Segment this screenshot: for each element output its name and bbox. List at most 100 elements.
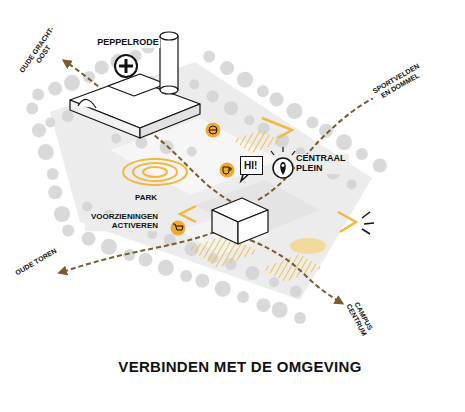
tree: [95, 61, 109, 75]
destination-label: SPORTVELDEN EN DOMMEL: [368, 60, 428, 103]
hatched-square: [232, 130, 282, 153]
plus-symbol: [115, 55, 137, 77]
tree: [319, 124, 333, 138]
pin-icon: [273, 158, 293, 178]
corner-bracket: [338, 212, 356, 232]
building-dome: [78, 99, 96, 108]
ray: [271, 151, 274, 155]
tree: [82, 202, 92, 212]
ring: [123, 159, 187, 185]
cafe-icon: [223, 167, 231, 174]
tree: [158, 260, 174, 276]
tree: [270, 92, 284, 106]
shop-icon: [171, 221, 186, 236]
tree: [187, 147, 197, 157]
tree: [189, 80, 199, 90]
tree: [294, 312, 306, 324]
building-label: PEPPELRODE: [96, 38, 160, 48]
ring: [133, 163, 177, 181]
tree: [207, 90, 219, 102]
sport-icon: [209, 126, 217, 134]
sport-icon: [206, 123, 221, 138]
bubble-text: HI!: [244, 160, 259, 171]
cafe-icon: [220, 163, 235, 178]
tree: [32, 123, 46, 137]
building-wall: [70, 100, 140, 138]
destination-label: OUDE TOREN: [13, 247, 59, 278]
plus-symbol: [119, 65, 133, 68]
tree: [347, 180, 357, 190]
tree: [237, 72, 253, 88]
corner-bracket: [180, 206, 196, 222]
route-to-oude-toren: [62, 232, 215, 272]
tree: [336, 134, 352, 150]
plaza-spot: [290, 238, 326, 254]
ray: [362, 229, 370, 234]
central-block: [212, 198, 268, 244]
ray: [282, 147, 283, 152]
tree: [48, 185, 62, 199]
tree: [306, 117, 318, 129]
ring: [143, 167, 167, 177]
tree: [256, 298, 270, 312]
tree: [47, 168, 59, 180]
tree: [215, 281, 231, 297]
route-lines: [62, 62, 378, 302]
pin-icon: [282, 164, 285, 167]
hatched-square: [262, 254, 322, 282]
tree: [220, 61, 234, 75]
tree: [180, 270, 192, 282]
tree: [26, 103, 38, 115]
tree: [269, 277, 279, 287]
tree: [272, 302, 288, 318]
tree: [290, 286, 302, 298]
building-wing: [108, 74, 166, 96]
tree: [237, 291, 249, 303]
area-label: VOORZIENINGEN ACTIVEREN: [85, 213, 159, 231]
tower-base: [160, 86, 178, 94]
diagram-title: VERBINDEN MET DE OMGEVING: [118, 358, 361, 375]
tree: [83, 71, 95, 83]
tower: [160, 36, 178, 90]
block-face: [212, 210, 238, 244]
corner-bracket: [262, 118, 292, 138]
tree: [32, 89, 44, 101]
tree-row: [26, 40, 387, 325]
tree: [373, 159, 387, 173]
route-to-oude-gracht: [66, 62, 238, 205]
tree: [111, 134, 121, 144]
ray: [362, 212, 370, 218]
block-face: [238, 210, 268, 244]
hatch-areas: [188, 130, 322, 282]
tree: [135, 137, 147, 149]
tower-top: [160, 32, 178, 40]
peppelrode-building: [70, 32, 200, 138]
area-label: PARK: [134, 194, 158, 203]
tree: [48, 82, 62, 96]
tree: [195, 274, 209, 288]
tree: [101, 239, 117, 255]
rays: [362, 212, 374, 234]
destination-label: OUDE GRACHT-OOST: [16, 23, 63, 81]
pin-rays: [271, 147, 295, 155]
sport-icon: [209, 130, 217, 131]
area-label: CENTRAAL PLEIN: [295, 154, 349, 174]
tree: [62, 225, 74, 237]
route-to-sportvelden: [258, 96, 378, 200]
site-ground: [50, 62, 372, 300]
icons: [171, 123, 296, 236]
tree: [138, 253, 152, 267]
tree: [45, 118, 55, 128]
tree: [54, 206, 70, 222]
tree: [38, 144, 54, 160]
pin-icon: [280, 162, 286, 175]
speech-bubble: HI!: [240, 156, 263, 175]
tree: [356, 148, 368, 160]
tree: [287, 103, 303, 119]
tree: [64, 75, 80, 91]
tree: [203, 51, 215, 63]
tree: [82, 232, 96, 246]
